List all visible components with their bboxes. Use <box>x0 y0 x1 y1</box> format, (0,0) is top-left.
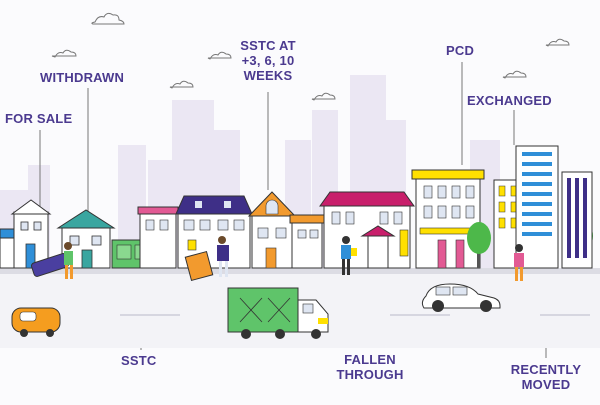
label-fallen-through-line1: FALLEN <box>344 352 396 367</box>
label-withdrawn: WITHDRAWN <box>40 70 125 85</box>
cloud-2 <box>51 49 77 58</box>
house-orange-roof <box>247 191 325 269</box>
label-for-sale: FOR SALE <box>5 111 73 126</box>
cloud-4 <box>207 51 232 60</box>
house-pink-small <box>137 206 179 269</box>
removal-truck <box>227 287 329 339</box>
label-pcd: PCD <box>446 43 475 58</box>
white-car <box>421 283 501 312</box>
label-sstc: SSTC <box>121 353 157 368</box>
label-sstc-weeks-line1: SSTC AT <box>240 38 296 53</box>
cloud-3 <box>169 80 194 89</box>
house-pink-mansion <box>319 191 415 269</box>
label-fallen-through-line2: THROUGH <box>336 367 404 382</box>
label-exchanged: EXCHANGED <box>467 93 552 108</box>
orange-car <box>11 307 61 337</box>
person-with-phone <box>341 236 357 275</box>
cloud-1 <box>91 12 125 25</box>
mover-with-sofa <box>30 242 73 279</box>
label-sstc-weeks-line2: +3, 6, 10 <box>241 53 295 68</box>
label-sstc-weeks-line3: WEEKS <box>243 68 293 83</box>
label-recently-moved-line2: MOVED <box>521 377 571 392</box>
cloud-7 <box>545 38 570 47</box>
label-sstc-weeks: SSTC AT +3, 6, 10 WEEKS <box>232 38 304 83</box>
label-recently-moved: RECENTLY MOVED <box>504 362 588 392</box>
clouds <box>51 12 570 101</box>
building-yellow-roof <box>411 169 485 269</box>
office-block <box>493 145 593 269</box>
cloud-5 <box>311 92 336 101</box>
house-for-sale <box>0 199 52 269</box>
cloud-6 <box>502 70 527 79</box>
label-recently-moved-line1: RECENTLY <box>510 362 582 377</box>
label-fallen-through: FALLEN THROUGH <box>330 352 410 382</box>
mover-with-boxes <box>184 236 229 282</box>
person-recently-moved <box>514 244 524 281</box>
